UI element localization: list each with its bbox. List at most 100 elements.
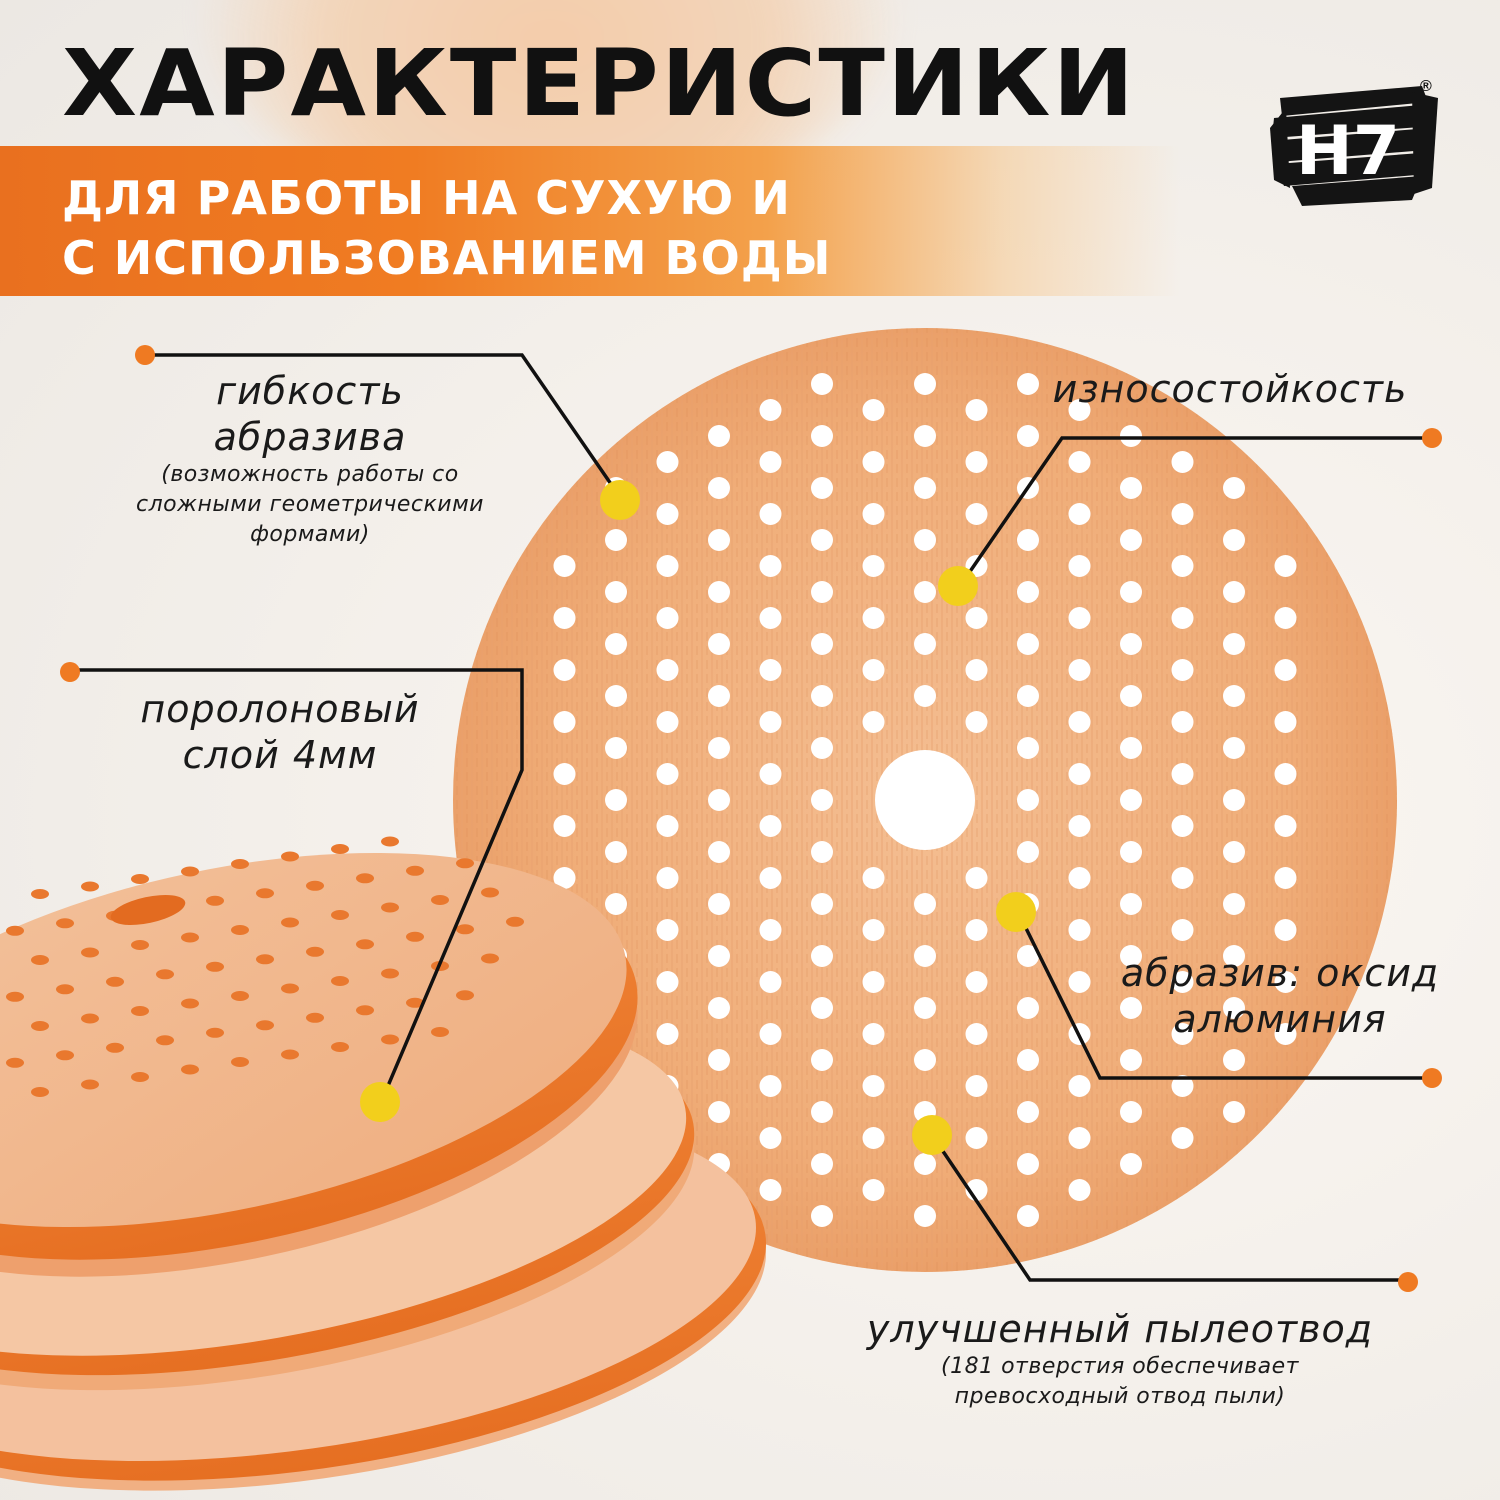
orange-dot-icons: [60, 345, 1442, 1292]
disc-hole: [862, 919, 885, 941]
feature-abrasive: абразив: оксид алюминия: [1060, 950, 1500, 1042]
h7-brush-logo-icon: H7: [1270, 86, 1438, 206]
disc-hole: [1017, 997, 1039, 1019]
disc-hole: [708, 529, 730, 551]
disc-hole: [914, 477, 936, 499]
disc-hole: [1017, 1049, 1039, 1071]
disc-stack: [0, 836, 767, 1491]
disc-hole: [553, 711, 576, 733]
subtitle-line-2: С ИСПОЛЬЗОВАНИЕМ ВОДЫ: [62, 231, 832, 285]
disc-hole: [1223, 477, 1245, 499]
disc-hole: [811, 945, 833, 967]
disc-hole: [1068, 555, 1091, 577]
disc-hole: [708, 1049, 730, 1071]
stack-disc-hole: [181, 866, 199, 877]
disc-hole: [1017, 789, 1039, 811]
disc-hole: [965, 1075, 988, 1097]
disc-hole: [1223, 1049, 1245, 1071]
disc-hole: [708, 893, 730, 915]
stack-disc-hole: [106, 976, 124, 987]
disc-hole: [811, 685, 833, 707]
stack-disc-hole: [281, 917, 299, 928]
stack-disc-hole: [481, 887, 499, 898]
disc-hole: [1068, 919, 1091, 941]
disc-hole: [1068, 503, 1091, 525]
disc-hole: [1223, 1101, 1245, 1123]
yellow-dot-icon: [600, 480, 640, 520]
stack-disc-hole: [56, 984, 74, 995]
connector-abrasive: [1016, 911, 1432, 1080]
disc-hole: [1274, 607, 1297, 629]
stack-disc-hole: [181, 998, 199, 1009]
orange-dot-icon: [1422, 1068, 1442, 1088]
disc-hole: [811, 893, 833, 915]
disc-hole: [656, 659, 679, 681]
stack-disc-hole: [56, 918, 74, 929]
disc-hole: [862, 399, 885, 421]
subtitle-line-1: ДЛЯ РАБОТЫ НА СУХУЮ И: [62, 171, 791, 225]
disc-hole: [656, 763, 679, 785]
stack-disc-hole: [81, 1079, 99, 1090]
disc-hole: [605, 893, 627, 915]
disc-hole: [759, 503, 782, 525]
disc-hole: [1017, 425, 1039, 447]
disc-hole: [1274, 867, 1297, 889]
page-subtitle: ДЛЯ РАБОТЫ НА СУХУЮ И С ИСПОЛЬЗОВАНИЕМ В…: [62, 168, 831, 288]
disc-hole: [862, 555, 885, 577]
disc-hole: [1171, 971, 1194, 993]
orange-dot-icon: [60, 662, 80, 682]
disc-hole: [605, 529, 627, 551]
disc-hole: [759, 607, 782, 629]
disc-hole: [759, 711, 782, 733]
disc-hole: [914, 633, 936, 655]
stack-disc-hole: [231, 991, 249, 1001]
feature-dust: улучшенный пылеотвод (181 отверстия обес…: [800, 1306, 1440, 1412]
disc-hole: [1068, 1179, 1091, 1201]
disc-hole: [811, 737, 833, 759]
disc-hole: [1068, 971, 1091, 993]
stack-disc-hole: [331, 976, 349, 986]
disc-hole: [811, 529, 833, 551]
yellow-dot-icon: [996, 892, 1036, 932]
feature-dust-note-1: (181 отверстия обеспечивает: [941, 1354, 1299, 1379]
connector-wear: [958, 436, 1432, 587]
stack-disc-hole: [256, 954, 274, 965]
disc-hole: [811, 789, 833, 811]
disc-hole: [1171, 503, 1194, 525]
disc-hole: [708, 841, 730, 863]
stack-disc-hole: [231, 1057, 249, 1067]
disc-hole: [1171, 763, 1194, 785]
disc-hole: [1017, 737, 1039, 759]
disc-hole: [759, 867, 782, 889]
stack-disc-hole: [31, 955, 49, 965]
disc-hole: [914, 1205, 936, 1227]
stack-disc-hole: [181, 1064, 199, 1075]
disc-hole: [1171, 815, 1194, 837]
disc-hole: [914, 1049, 936, 1071]
disc-center-hole: [875, 750, 975, 850]
stack-disc-hole: [306, 1012, 324, 1023]
connector-flexibility: [148, 353, 624, 501]
disc-hole: [1068, 607, 1091, 629]
disc-hole: [862, 607, 885, 629]
disc-hole: [862, 1075, 885, 1097]
disc-hole: [605, 581, 627, 603]
logo-text: H7: [1296, 112, 1400, 191]
stack-disc-hole: [256, 1020, 274, 1031]
disc-hole: [708, 425, 730, 447]
disc-hole: [1223, 945, 1245, 967]
disc-hole: [1017, 581, 1039, 603]
disc-hole: [708, 685, 730, 707]
disc-hole: [811, 425, 833, 447]
disc-hole: [965, 1127, 988, 1149]
disc-hole: [1017, 373, 1039, 395]
stack-disc-hole: [131, 1006, 149, 1016]
disc-hole: [1171, 451, 1194, 473]
disc-hole: [1068, 867, 1091, 889]
disc-hole: [656, 451, 679, 473]
disc-hole: [811, 581, 833, 603]
stack-disc-hole: [381, 836, 399, 847]
disc-hole: [1223, 529, 1245, 551]
disc-hole: [1017, 633, 1039, 655]
